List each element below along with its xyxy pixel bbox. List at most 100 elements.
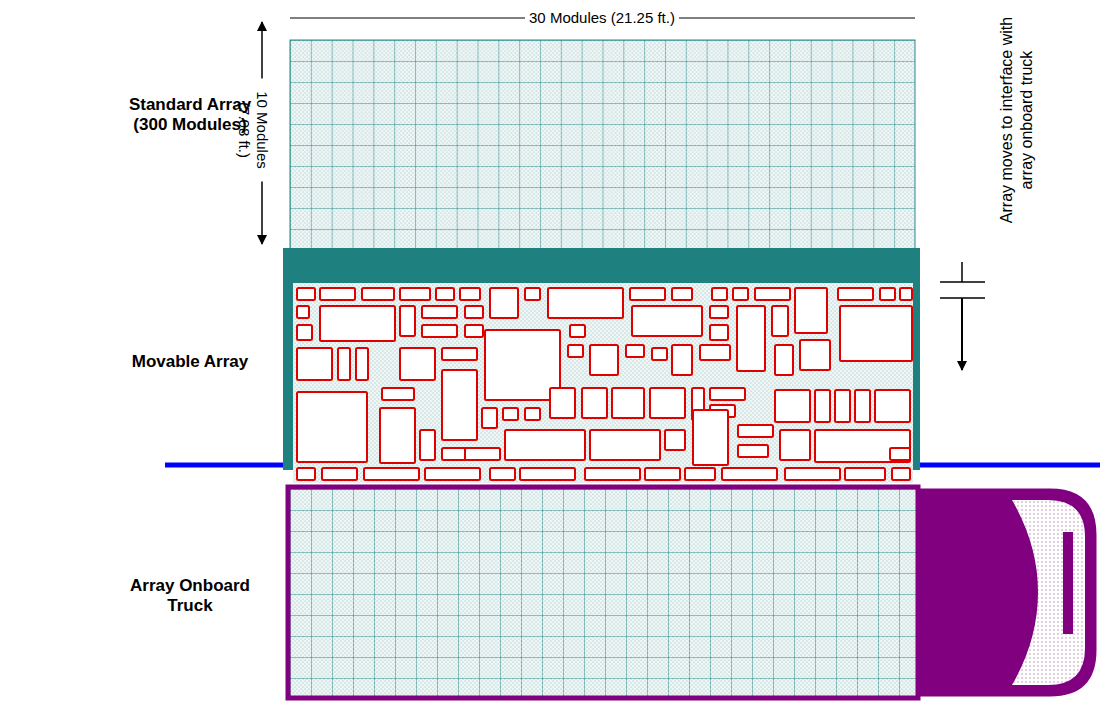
module-block: [550, 388, 575, 418]
module-block: [400, 306, 415, 336]
truck-bed: [288, 487, 918, 698]
module-block: [892, 468, 910, 480]
module-block: [632, 306, 702, 336]
module-block: [400, 288, 430, 300]
array-label: Movable Array: [110, 352, 270, 372]
module-block: [297, 468, 315, 480]
module-block: [465, 448, 500, 460]
module-block: [425, 468, 480, 480]
module-block: [490, 468, 515, 480]
module-block: [442, 370, 477, 440]
module-block: [700, 345, 730, 360]
module-block: [485, 330, 560, 400]
module-block: [465, 325, 483, 337]
module-block: [652, 348, 667, 360]
movement-note: Array moves to interface with array onbo…: [996, 13, 1036, 228]
module-block: [322, 468, 357, 480]
module-block: [297, 348, 332, 380]
move-arrow: [961, 298, 963, 370]
module-block: [626, 345, 644, 357]
module-block: [722, 468, 777, 480]
module-block: [400, 348, 435, 380]
module-block: [436, 288, 454, 300]
truck-cab: [920, 490, 1095, 695]
module-block: [338, 348, 350, 380]
module-block: [665, 430, 685, 450]
module-block: [548, 288, 623, 318]
module-block: [297, 288, 315, 300]
module-block: [780, 430, 810, 460]
module-block: [297, 306, 309, 318]
module-block: [525, 288, 540, 300]
module-block: [460, 288, 480, 300]
module-block: [795, 288, 827, 333]
module-block: [422, 306, 457, 318]
module-block: [900, 288, 912, 300]
module-block: [320, 306, 395, 341]
module-block: [570, 325, 585, 337]
module-block: [520, 468, 575, 480]
rail-line: [918, 463, 1100, 468]
module-block: [775, 390, 810, 422]
module-block: [297, 325, 312, 340]
module-block: [775, 345, 793, 375]
truck-window: [1012, 500, 1085, 685]
module-block: [356, 348, 368, 380]
module-block: [712, 288, 727, 300]
module-block: [685, 468, 715, 480]
module-block: [815, 390, 830, 422]
module-block: [880, 288, 895, 300]
module-block: [710, 388, 745, 400]
module-block: [630, 288, 665, 300]
module-block: [845, 468, 885, 480]
module-block: [590, 430, 660, 460]
module-block: [420, 430, 435, 460]
module-block: [380, 408, 415, 463]
module-block: [362, 288, 394, 300]
module-block: [482, 408, 497, 428]
dimension-label: 30 Modules (21.25 ft.): [525, 9, 679, 27]
truck-mirror: [1063, 532, 1073, 634]
module-block: [505, 430, 585, 460]
module-blocks: [297, 288, 912, 480]
module-block: [503, 408, 518, 420]
module-block: [838, 288, 873, 300]
standard-array-grid: [290, 40, 915, 250]
module-block: [465, 306, 483, 318]
module-block: [582, 388, 607, 418]
module-block: [710, 325, 728, 340]
module-block: [490, 288, 518, 318]
module-block: [382, 388, 414, 400]
module-block: [672, 288, 692, 300]
array-label: Standard Array (300 Modules): [110, 95, 270, 136]
module-block: [364, 468, 419, 480]
module-block: [755, 288, 790, 300]
module-block: [525, 408, 540, 420]
module-block: [693, 410, 728, 465]
rail-line: [165, 463, 285, 468]
module-block: [737, 306, 765, 371]
module-block: [590, 345, 618, 375]
module-block: [738, 445, 768, 457]
module-block: [890, 448, 910, 460]
module-block: [320, 288, 355, 300]
module-block: [785, 468, 840, 480]
module-block: [650, 388, 685, 418]
module-block: [815, 430, 910, 462]
module-block: [585, 468, 640, 480]
module-block: [840, 306, 912, 361]
movable-array-bed: [293, 283, 913, 483]
module-block: [568, 345, 583, 357]
module-block: [612, 388, 644, 418]
module-block: [738, 425, 773, 437]
module-block: [297, 392, 367, 462]
indicator-line: [961, 262, 963, 282]
module-block: [672, 345, 692, 375]
indicator-line: [940, 281, 985, 283]
module-block: [855, 390, 870, 422]
module-block: [645, 468, 680, 480]
module-block: [875, 390, 910, 422]
module-block: [772, 306, 788, 336]
module-block: [442, 348, 477, 360]
module-block: [800, 340, 830, 370]
